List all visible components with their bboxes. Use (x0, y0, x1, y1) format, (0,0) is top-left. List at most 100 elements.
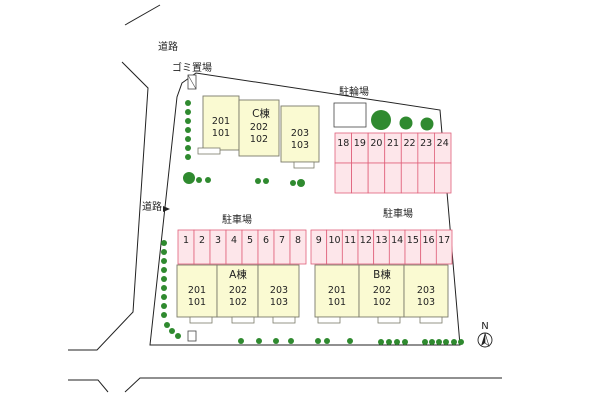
parking-space-number: 11 (344, 235, 356, 246)
parking-space (289, 229, 307, 265)
parking-space-lower (367, 162, 386, 194)
parking-space-number: 3 (215, 235, 221, 246)
tree-icon (315, 338, 321, 344)
parking-space-lower (434, 162, 452, 194)
compass-needle (481, 333, 485, 346)
parking-label-left: 駐車場 (222, 213, 252, 226)
parking-space-number: 12 (360, 235, 372, 246)
tree-icon (394, 339, 400, 345)
room-a-103: 103 (270, 297, 288, 308)
parking-space-number: 23 (420, 138, 432, 149)
building-b-unit-3 (403, 264, 449, 318)
room-c-201: 201 (212, 116, 230, 127)
tree-icon (164, 322, 170, 328)
parking-space-number: 9 (316, 235, 322, 246)
room-c-101: 101 (212, 128, 230, 139)
building-c-unit-3 (280, 105, 320, 163)
parking-space-number: 8 (295, 235, 301, 246)
tree-icon (161, 249, 167, 255)
parking-space-lower (351, 162, 369, 194)
tree-icon (161, 267, 167, 273)
large-trees (183, 110, 434, 187)
garbage-station-mark (187, 74, 197, 90)
room-c-202: 202 (250, 122, 268, 133)
tree-icon (451, 339, 457, 345)
parking-space-number: 10 (328, 235, 340, 246)
parking-space-lower (384, 162, 402, 194)
road-arrow-icon (163, 206, 170, 212)
room-b-102: 102 (373, 297, 391, 308)
tree-icon (436, 339, 442, 345)
parking-space-number: 20 (370, 138, 382, 149)
parking-space-number: 21 (387, 138, 399, 149)
large-tree-icon (420, 117, 434, 131)
tree-icon (185, 109, 191, 115)
parking-space-number: 16 (422, 235, 434, 246)
building-c-porch-1 (197, 147, 221, 155)
tree-icon (429, 339, 435, 345)
parking-label-right: 駐車場 (383, 207, 413, 220)
parking-space-number: 22 (404, 138, 416, 149)
tree-icon (185, 136, 191, 142)
tree-icon (196, 177, 202, 183)
parking-space-number: 7 (279, 235, 285, 246)
parking-space-number: 24 (437, 138, 449, 149)
parking-space-number: 17 (438, 235, 450, 246)
building-a-porch-1 (189, 316, 213, 324)
tree-icon (273, 338, 279, 344)
building-b-name: B棟 (373, 268, 391, 281)
parking-space-lower (417, 162, 435, 194)
parking-space-number: 13 (375, 235, 387, 246)
tree-icon (185, 145, 191, 151)
tree-icon (443, 339, 449, 345)
building-a-unit-3 (257, 264, 300, 318)
parking-space-number: 15 (407, 235, 419, 246)
lot-corner-marker (187, 330, 197, 342)
road-bottom-edge-2 (124, 377, 502, 393)
road-label-top: 道路 (158, 40, 178, 53)
parking-space (435, 229, 453, 265)
room-a-201: 201 (188, 285, 206, 296)
tree-icon (297, 179, 305, 187)
building-a-name: A棟 (229, 268, 247, 281)
road-bottom-edge-1 (68, 379, 109, 393)
tree-icon (185, 100, 191, 106)
compass-north-label: N (481, 321, 488, 332)
large-tree-icon (371, 110, 391, 130)
tree-icon (386, 339, 392, 345)
room-b-103: 103 (417, 297, 435, 308)
tree-icon (183, 172, 195, 184)
road-left-outer-edge (68, 61, 149, 351)
tree-icon (185, 118, 191, 124)
room-b-203: 203 (417, 285, 435, 296)
bicycle-parking-area (333, 102, 367, 128)
compass-needle-right (484, 332, 490, 347)
road-lines (68, 4, 502, 393)
tree-icon (185, 127, 191, 133)
north-arrow-icon: N (477, 321, 493, 348)
building-b-porch-3 (419, 316, 443, 324)
parking-space-number: 14 (391, 235, 403, 246)
tree-icon (263, 178, 269, 184)
parking-space-number: 4 (231, 235, 237, 246)
tree-icon (185, 154, 191, 160)
room-a-102: 102 (229, 297, 247, 308)
road-label-left: 道路 (142, 200, 162, 213)
tree-icon (422, 339, 428, 345)
tree-icon (402, 339, 408, 345)
bicycle-label: 駐輪場 (339, 85, 369, 98)
tree-icon (161, 276, 167, 282)
room-c-103: 103 (291, 140, 309, 151)
tree-icon (256, 338, 262, 344)
building-b-unit-2 (358, 264, 405, 318)
parking-space-lower (334, 162, 352, 194)
tree-icon (238, 338, 244, 344)
tree-icon (161, 312, 167, 318)
parking-space-number: 18 (337, 138, 349, 149)
tree-icon (324, 338, 330, 344)
tree-icon (175, 333, 181, 339)
tree-icon (378, 339, 384, 345)
